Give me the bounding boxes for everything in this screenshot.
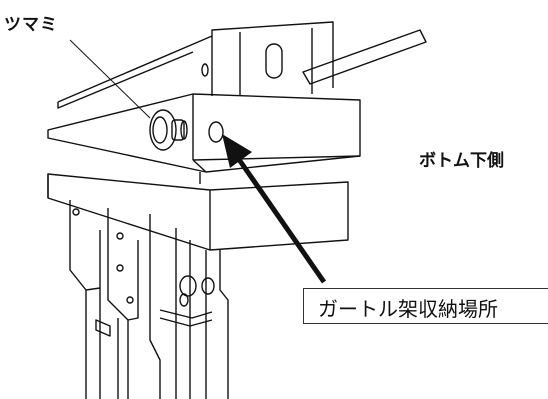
bottom-side-label: ボトム下側 bbox=[419, 151, 504, 171]
knob-label: ツマミ bbox=[4, 15, 58, 35]
upper-tray bbox=[47, 93, 361, 173]
knob-part bbox=[149, 109, 188, 151]
knob-leader-line bbox=[69, 39, 151, 119]
back-panel bbox=[57, 21, 427, 109]
storage-location-callout: ガートル架収納場所 bbox=[303, 288, 548, 324]
storage-hole bbox=[208, 121, 224, 143]
storage-location-label: ガートル架収納場所 bbox=[318, 297, 498, 321]
lower-tray bbox=[47, 172, 349, 251]
arrow-up-left-icon bbox=[222, 134, 327, 284]
hanging-brackets bbox=[69, 200, 229, 399]
